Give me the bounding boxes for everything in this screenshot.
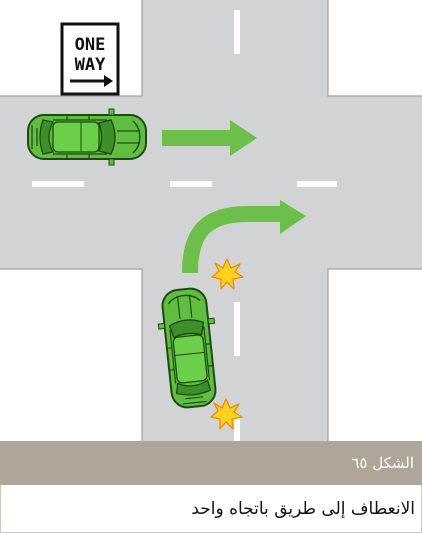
intersection-scene: ONE WAY	[0, 0, 422, 441]
caption-bar: الشكل ٦٥	[0, 441, 422, 485]
sign-line-1: ONE	[75, 35, 106, 55]
figure-title: الانعطاف إلى طريق باتجاه واحد	[191, 499, 415, 519]
sign-line-2: WAY	[75, 55, 106, 75]
figure-number-label: الشكل ٦٥	[351, 454, 414, 472]
one-way-sign: ONE WAY	[62, 24, 118, 94]
car-horizontal	[28, 109, 146, 165]
figure-title-area: الانعطاف إلى طريق باتجاه واحد	[0, 485, 422, 533]
